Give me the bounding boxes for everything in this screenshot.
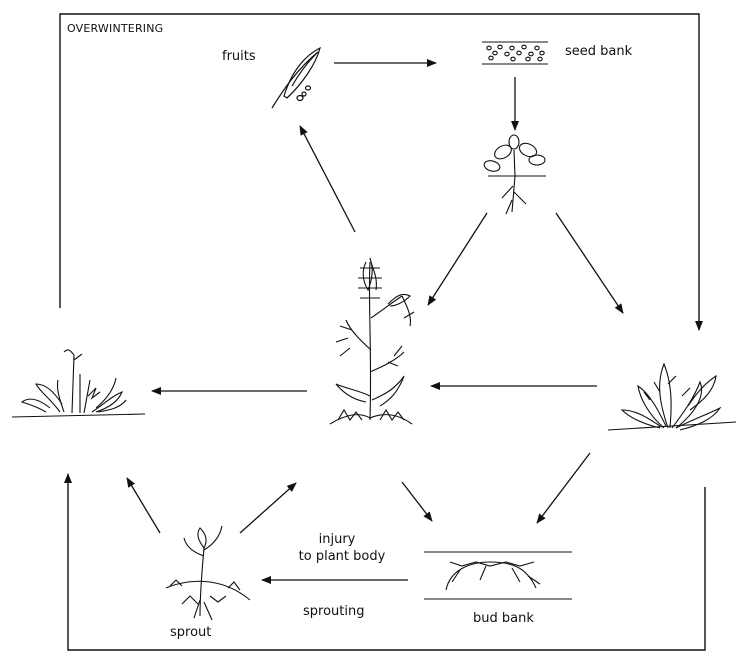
bud-bank-illustration	[424, 552, 572, 599]
injury-label-line1: injury	[312, 532, 362, 548]
arrow-flowering-to-fruits	[300, 126, 355, 232]
injury-label-line2: to plant body	[282, 549, 402, 565]
sprout-illustration	[166, 526, 250, 620]
sprouting-label: sprouting	[303, 604, 364, 620]
seedling-illustration	[483, 135, 546, 214]
arrow-seedling-to-flowering	[428, 213, 487, 305]
fruits-label: fruits	[222, 49, 256, 65]
arrow-sprout-to-flowering	[240, 483, 296, 533]
cycle-arrows	[127, 63, 623, 580]
arrow-seedling-to-rosette	[556, 213, 623, 313]
seed-bank-label: seed bank	[565, 44, 632, 60]
arrow-sprout-to-old-plant	[127, 478, 160, 533]
fruit-pod-illustration	[272, 48, 320, 108]
bud-bank-label: bud bank	[473, 611, 534, 627]
rosette-illustration	[608, 364, 736, 430]
arrow-rosette-to-bud-bank	[537, 453, 590, 523]
flowering-plant-illustration	[330, 258, 414, 424]
old-plant-illustration	[12, 350, 145, 417]
arrow-flowering-to-bud-bank	[402, 482, 432, 521]
sprout-label: sprout	[170, 625, 211, 641]
seed-bank-illustration	[482, 42, 548, 64]
overwintering-label: OVERWINTERING	[67, 21, 163, 37]
